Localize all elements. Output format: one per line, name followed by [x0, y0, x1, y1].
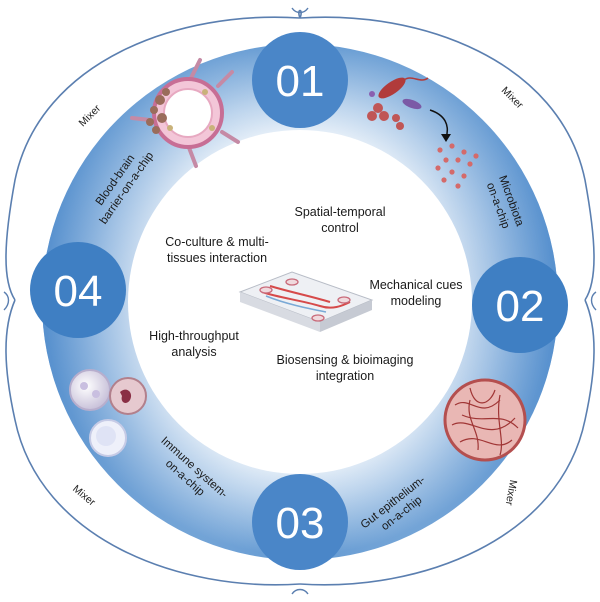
- outline-seams: [3, 7, 597, 595]
- svg-text:Co-culture & multi-: Co-culture & multi-: [165, 235, 269, 249]
- mixer-label-top-left: Mixer: [77, 102, 104, 129]
- gut-epithelium-illustration: [443, 378, 527, 462]
- svg-text:High-throughput: High-throughput: [149, 329, 239, 343]
- svg-text:Mechanical cues: Mechanical cues: [369, 278, 462, 292]
- outer-outline: [5, 9, 595, 586]
- badge-02: 02: [472, 257, 568, 353]
- svg-text:analysis: analysis: [171, 345, 216, 359]
- immune-cells-illustration: [69, 369, 147, 457]
- mixer-label-top-right: Mixer: [499, 85, 526, 112]
- svg-text:02: 02: [496, 282, 545, 331]
- center-label-co-culture: Co-culture & multi- tissues interaction: [165, 235, 269, 265]
- svg-text:Spatial-temporal: Spatial-temporal: [294, 205, 385, 219]
- badge-03: 03: [252, 474, 348, 570]
- svg-text:modeling: modeling: [391, 294, 442, 308]
- svg-text:01: 01: [276, 57, 325, 106]
- center-label-mechanical-cues: Mechanical cues modeling: [369, 278, 462, 308]
- microfluidic-chip-illustration: [238, 271, 374, 332]
- badge-01: 01: [252, 32, 348, 128]
- svg-text:tissues interaction: tissues interaction: [167, 251, 267, 265]
- svg-text:03: 03: [276, 499, 325, 548]
- mixer-label-bottom-right: Mixer: [503, 479, 519, 507]
- center-label-biosensing: Biosensing & bioimaging integration: [277, 353, 414, 383]
- mixer-label-bottom-left: Mixer: [70, 483, 98, 509]
- svg-text:integration: integration: [316, 369, 374, 383]
- svg-text:Biosensing & bioimaging: Biosensing & bioimaging: [277, 353, 414, 367]
- svg-text:control: control: [321, 221, 359, 235]
- center-label-high-throughput: High-throughput analysis: [149, 329, 239, 359]
- microbiota-illustration: [367, 77, 479, 189]
- center-label-spatial-temporal: Spatial-temporal control: [294, 205, 385, 235]
- blood-brain-barrier-illustration: [130, 58, 240, 168]
- svg-text:04: 04: [54, 267, 103, 316]
- badge-04: 04: [30, 242, 126, 338]
